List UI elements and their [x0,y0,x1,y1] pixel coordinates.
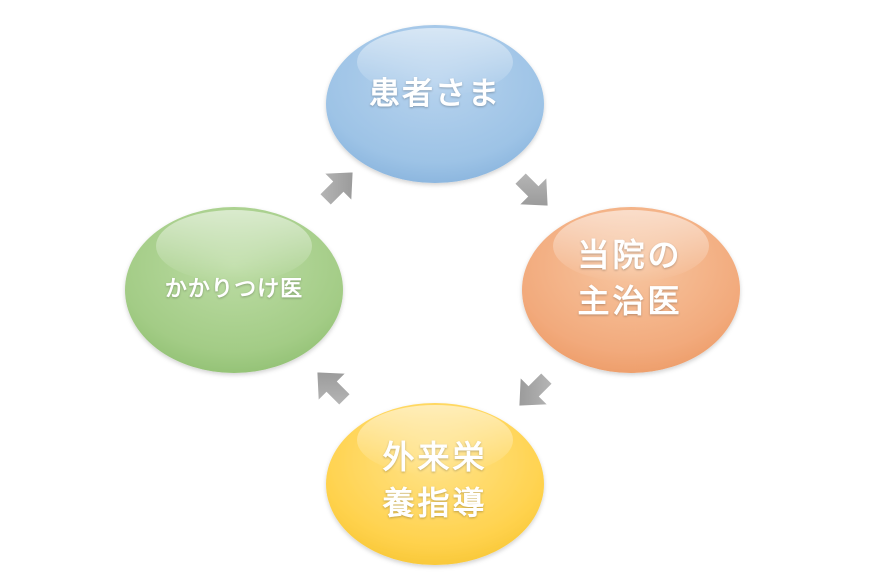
family-doctor-label: かかりつけ医 [124,262,344,318]
hospital-doctor-label-line1: 当院の [577,235,683,274]
patient-node [322,22,548,186]
arrow-family-doctor-to-patient [318,170,355,207]
arrow-patient-to-hospital [513,171,550,208]
arrow-nutrition-to-family-doctor [315,370,352,407]
arrow-hospital-to-nutrition [517,371,554,408]
family-doctor-node [121,204,347,376]
patient-label: 患者さま [325,64,545,124]
patient-label-text: 患者さま [369,75,501,112]
family-doctor-label-text: かかりつけ医 [164,277,304,303]
hospital-doctor-label: 当院の 主治医 [520,218,740,338]
nutrition-guidance-label-line2: 養指導 [382,484,488,522]
nutrition-guidance-label-line1: 外来栄 [382,437,488,476]
nutrition-guidance-node [322,400,548,568]
hospital-doctor-node [518,204,744,376]
nutrition-guidance-label: 外来栄 養指導 [325,420,545,540]
hospital-doctor-label-line2: 主治医 [577,282,683,320]
